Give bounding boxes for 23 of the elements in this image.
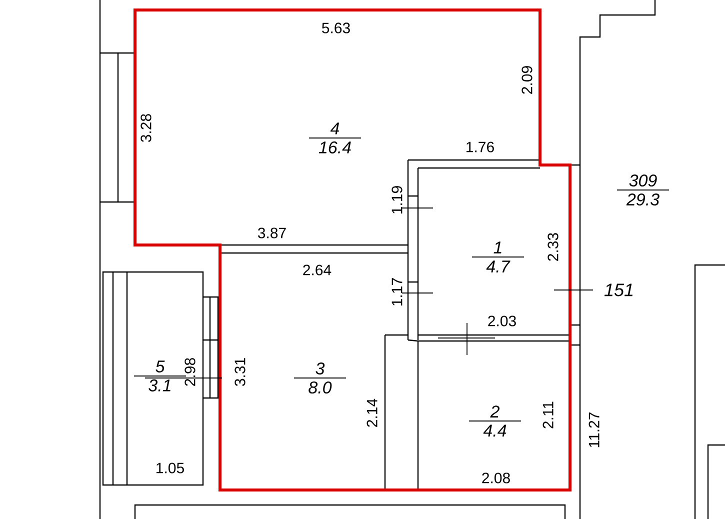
dimension-label: 1.19 xyxy=(392,186,402,214)
dimension-label: 5.63 xyxy=(322,22,350,34)
room-label: 3 8.0 xyxy=(294,362,346,394)
dimension-label: 2.14 xyxy=(366,398,378,427)
dimension-label: 2.33 xyxy=(548,233,558,261)
area-label: 151 xyxy=(604,284,632,296)
room-label: 1 4.7 xyxy=(472,242,524,272)
dimension-label: 3.28 xyxy=(140,114,152,142)
dimension-label: 2.64 xyxy=(303,264,332,276)
dimension-label: 2.09 xyxy=(522,66,532,94)
dimension-label: 2.03 xyxy=(488,316,516,326)
room-label: 309 29.3 xyxy=(616,174,670,206)
dimension-label: 1.17 xyxy=(392,278,402,306)
dimension-label: 2.11 xyxy=(542,402,554,428)
dimension-label: 3.31 xyxy=(234,358,246,386)
room-label: 4 16.4 xyxy=(308,122,362,154)
dimension-label: 1.76 xyxy=(466,142,494,152)
dimension-label: 1.05 xyxy=(156,462,184,474)
dimension-label: 11.27 xyxy=(588,412,600,448)
room-label: 2 4.4 xyxy=(468,406,522,436)
dimension-label: 2.98 xyxy=(184,358,196,386)
dimension-label: 3.87 xyxy=(258,228,286,238)
dimension-label: 2.08 xyxy=(482,472,510,484)
